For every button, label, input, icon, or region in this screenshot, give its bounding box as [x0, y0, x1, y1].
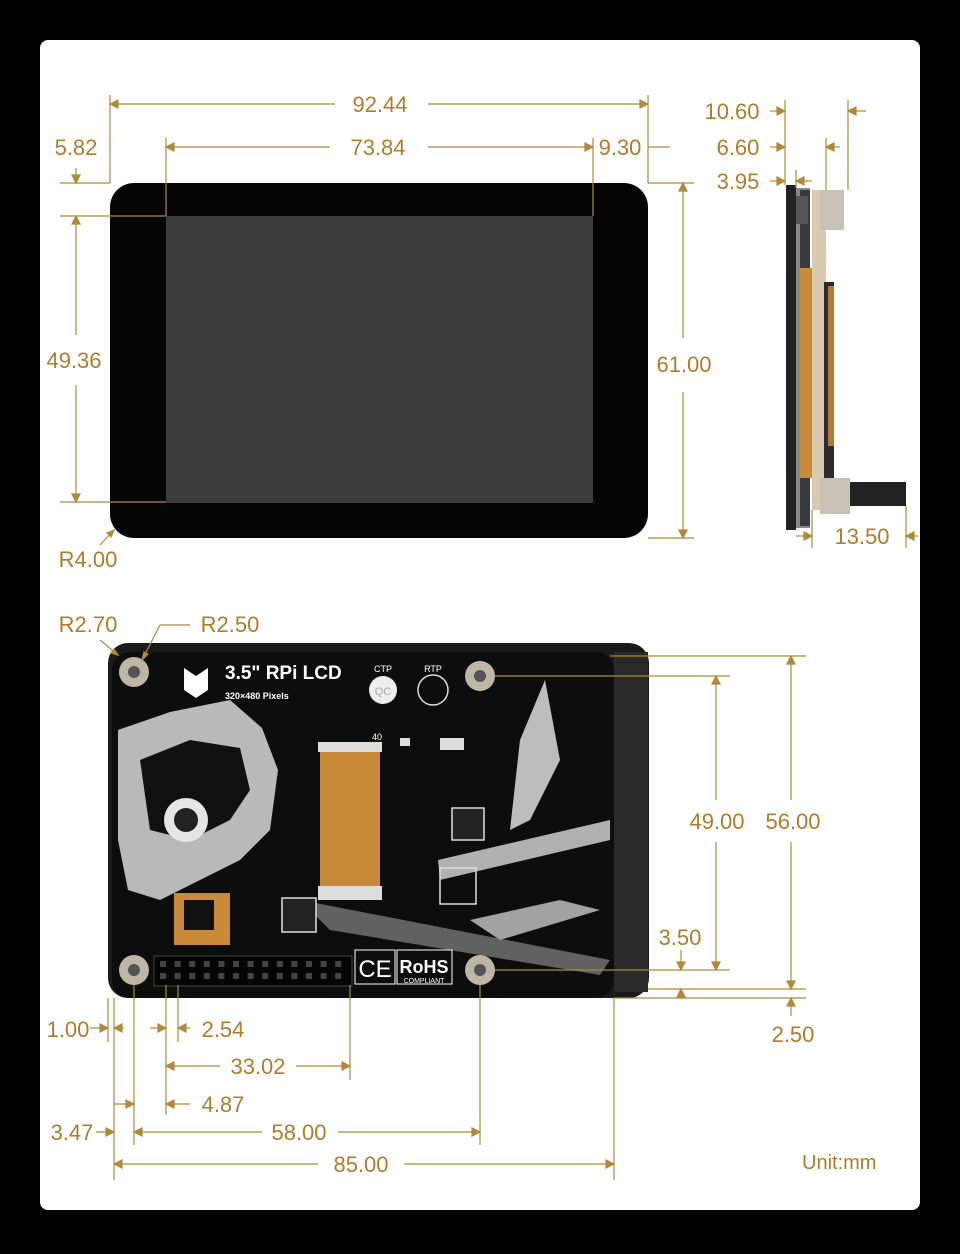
rtp-label: RTP: [424, 664, 442, 674]
header-pin: [189, 961, 196, 967]
header-pin: [203, 973, 210, 979]
qc-label: QC: [375, 686, 392, 698]
ctp-label: CTP: [374, 664, 392, 674]
mounting-holes: [119, 657, 495, 985]
side-view: [786, 185, 906, 530]
header-pin: [262, 961, 269, 967]
header-pin: [247, 961, 254, 967]
gpio-header: [153, 955, 353, 987]
back-view: 40 3.5" RPi LCD 320×480 Pixels CTP RTP Q…: [108, 643, 649, 998]
header-pin: [160, 973, 166, 979]
header-pin: [320, 961, 327, 967]
header-pin: [189, 973, 196, 979]
dim-board-height: 56.00: [765, 809, 820, 834]
dim-radius-b: R2.50: [201, 612, 260, 637]
header-pin: [174, 961, 181, 967]
fpc-cable: [320, 748, 380, 886]
header-pin: [218, 961, 225, 967]
header-pin: [320, 973, 327, 979]
header-pin: [203, 961, 210, 967]
dim-hole-offset-v: 3.50: [659, 925, 702, 950]
dim-height-overall: 61.00: [656, 352, 711, 377]
dim-hole-hspacing: 58.00: [271, 1120, 326, 1145]
dim-side-mid: 6.60: [717, 135, 760, 160]
rohs-mark: RoHS: [400, 957, 449, 977]
header-pin: [291, 973, 298, 979]
header-pin: [335, 961, 342, 967]
dim-width-overall: 92.44: [352, 92, 407, 117]
dim-side-top: 3.95: [717, 169, 760, 194]
header-pin: [276, 973, 283, 979]
dim-hole-offset-h: 3.47: [51, 1120, 94, 1145]
header-pin: [291, 961, 298, 967]
unit-label: Unit:mm: [802, 1152, 877, 1174]
dim-header-offset: 4.87: [202, 1092, 245, 1117]
header-pin: [276, 961, 283, 967]
header-pin: [218, 973, 225, 979]
dim-side-connector: 13.50: [834, 524, 889, 549]
pcb-subtitle: 320×480 Pixels: [225, 691, 289, 701]
header-pin: [262, 973, 269, 979]
header-pin: [247, 973, 254, 979]
dim-header-len: 33.02: [230, 1054, 285, 1079]
dim-right-margin: 9.30: [599, 135, 642, 160]
waveshare-logo-icon: [184, 668, 208, 698]
header-pin: [306, 973, 312, 979]
pcb-title: 3.5" RPi LCD: [225, 663, 342, 684]
header-pin: [233, 961, 239, 967]
dim-left-margin: 5.82: [55, 135, 98, 160]
dim-radius-a: R2.70: [59, 612, 118, 637]
dim-board-width: 85.00: [333, 1152, 388, 1177]
rtp-pad: [417, 674, 449, 706]
dim-hole-vspacing: 49.00: [689, 809, 744, 834]
dim-side-total: 10.60: [704, 99, 759, 124]
dim-active-height: 49.36: [46, 348, 101, 373]
dim-left-offset: 1.00: [47, 1017, 90, 1042]
header-pin: [160, 961, 166, 967]
header-pin: [306, 961, 312, 967]
rohs-compliant: COMPLIANT: [404, 978, 446, 985]
dim-pin-pitch: 2.54: [202, 1017, 245, 1042]
front-view: [110, 183, 648, 538]
lcd-active-area: [166, 216, 593, 503]
header-pin: [174, 973, 181, 979]
qc-sticker: [369, 676, 397, 704]
header-pin: [233, 973, 239, 979]
fpc-pin-label: 40: [372, 732, 382, 742]
header-pin: [335, 973, 342, 979]
ce-mark: CE: [358, 956, 391, 983]
dim-bottom-offset: 2.50: [772, 1022, 815, 1047]
dim-corner-radius-front: R4.00: [59, 547, 118, 572]
dim-active-width: 73.84: [350, 135, 405, 160]
header-pins: [160, 961, 342, 979]
